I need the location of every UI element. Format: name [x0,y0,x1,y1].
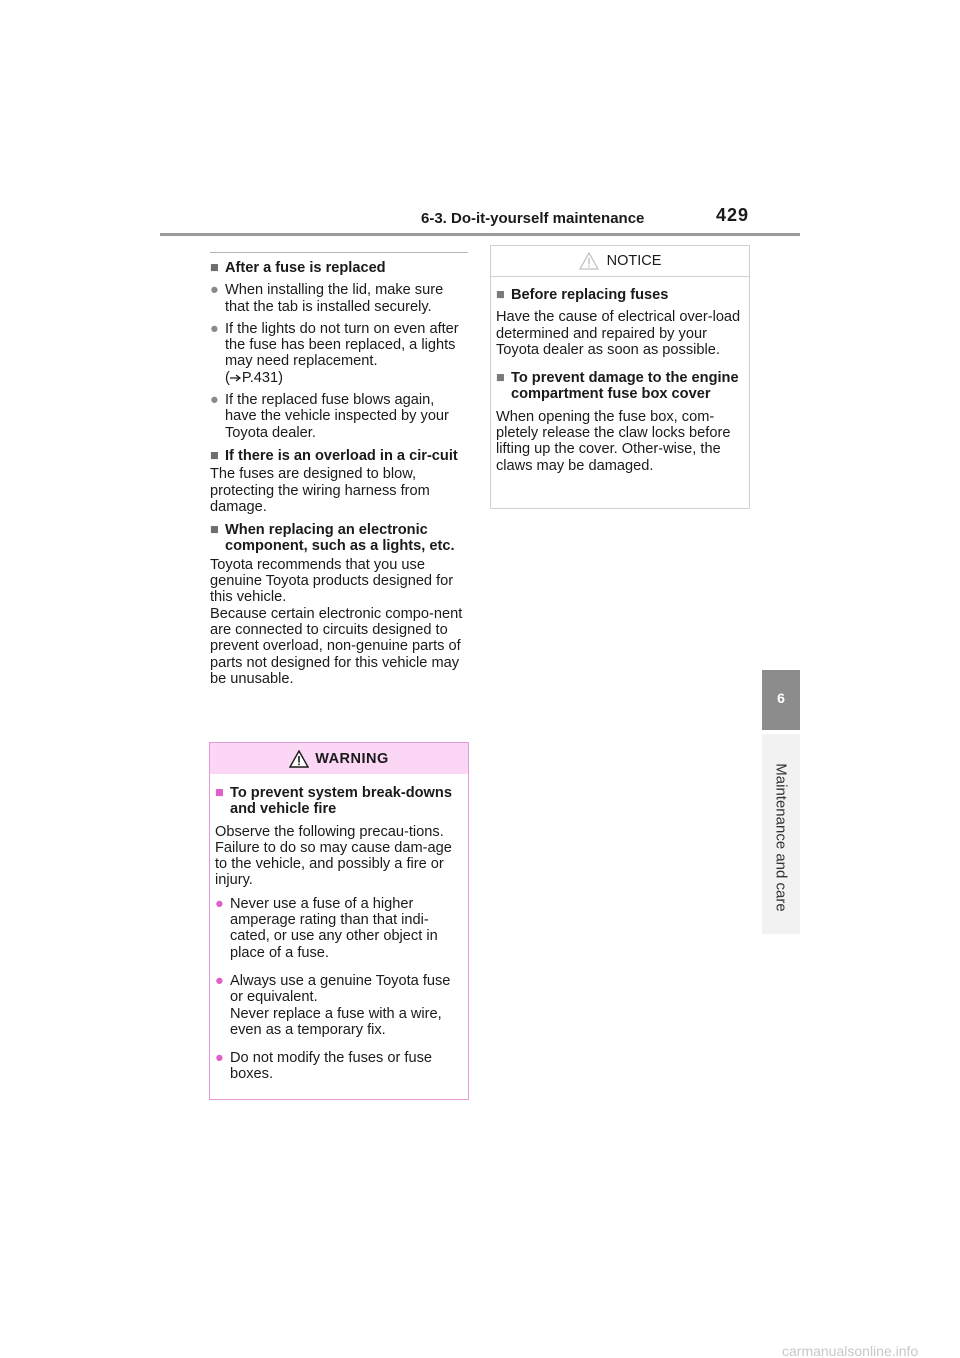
notice-body: ■Before replacing fuses Have the cause o… [491,277,749,474]
square-bullet-icon: ■ [496,370,505,387]
notice-title: NOTICE [606,253,662,269]
bullet-dot-icon: ● [215,972,224,989]
section-title: 6-3. Do-it-yourself maintenance [421,210,645,227]
paragraph: Have the cause of electrical over-load d… [496,309,741,358]
bullet-item: ●When installing the lid, make sure that… [210,282,444,315]
subheading: ■If there is an overload in a cir-cuit [210,447,458,464]
bullet-dot-icon: ● [215,895,224,912]
chapter-tab: 6 [762,670,800,730]
bullet-item: ●Do not modify the fuses or fuse boxes. [215,1050,432,1083]
header-rule [160,233,800,236]
square-bullet-icon: ■ [210,447,219,464]
paragraph: Observe the following precau-tions. [215,823,444,840]
bullet-item: ●If the lights do not turn on even after… [210,320,459,386]
subheading: ■To prevent system break-downs and vehic… [215,785,452,818]
bullet-dot-icon: ● [215,1050,224,1067]
notice-header: NOTICE [491,246,749,277]
notice-triangle-icon [578,252,599,270]
paragraph: Toyota recommends that you use genuine T… [210,556,454,606]
notice-box: NOTICE ■Before replacing fuses Have the … [490,245,750,509]
chapter-tab-strip [762,734,800,934]
paragraph: When opening the fuse box, com-pletely r… [496,408,731,474]
column-rule [210,252,468,253]
warning-triangle-icon [289,749,310,768]
bullet-dot-icon: ● [210,320,219,337]
square-bullet-icon: ■ [210,260,219,276]
left-column: ■After a fuse is replaced ●When installi… [210,252,468,687]
bullet-dot-icon: ● [210,282,219,299]
page-reference-link[interactable]: P.431) [241,369,283,386]
chapter-label: Maintenance and care [772,763,790,912]
square-bullet-icon: ■ [496,287,505,303]
warning-header: WARNING [210,743,468,774]
subheading: ■After a fuse is replaced [210,260,386,276]
arrow-right-icon [229,374,241,382]
footer-watermark: carmanualsonline.info [782,1343,919,1358]
bullet-item: ●If the replaced fuse blows again, have … [210,392,449,441]
paragraph: Failure to do so may cause dam-age to th… [215,839,452,889]
subheading: ■To prevent damage to the engine compart… [496,370,739,403]
subheading: ■Before replacing fuses [496,287,669,303]
warning-title: WARNING [315,750,389,767]
square-bullet-icon: ■ [210,522,219,539]
paragraph: The fuses are designed to blow, protecti… [210,466,430,515]
bullet-dot-icon: ● [210,392,219,409]
page-number: 429 [716,205,750,225]
square-bullet-icon: ■ [215,785,224,801]
warning-box: WARNING ■To prevent system break-downs a… [209,742,469,1100]
bullet-item: ●Never use a fuse of a higher amperage r… [215,895,438,961]
warning-body: ■To prevent system break-downs and vehic… [210,774,468,1083]
subheading: ■When replacing an electronic component,… [210,522,455,555]
chapter-number: 6 [777,690,785,706]
bullet-item: ●Always use a genuine Toyota fuse or equ… [215,972,451,1038]
paragraph: Because certain electronic compo-nent ar… [210,605,463,687]
